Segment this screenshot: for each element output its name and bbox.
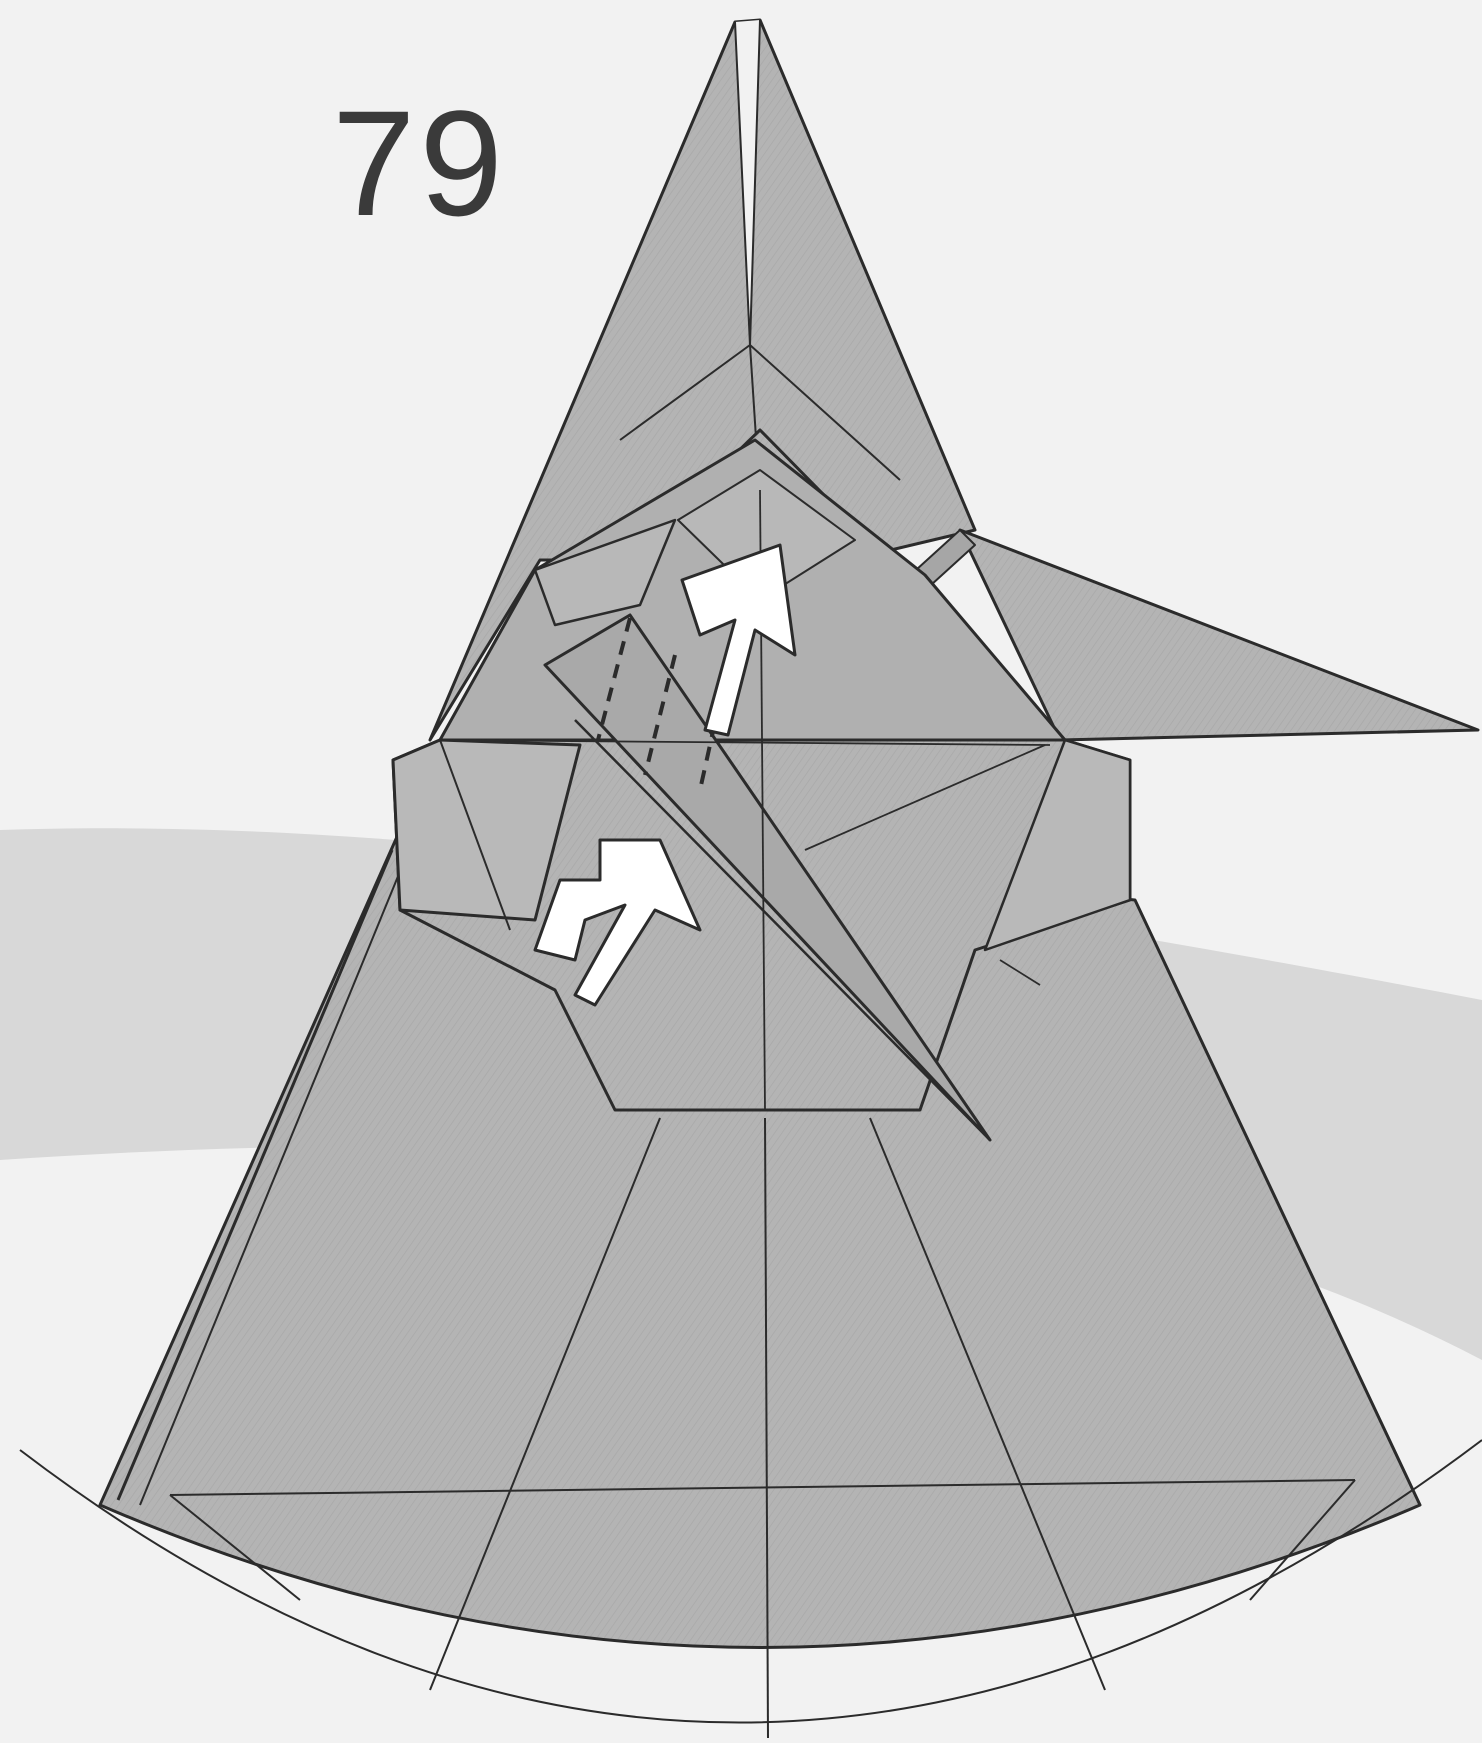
step-number: 79 bbox=[332, 88, 507, 238]
